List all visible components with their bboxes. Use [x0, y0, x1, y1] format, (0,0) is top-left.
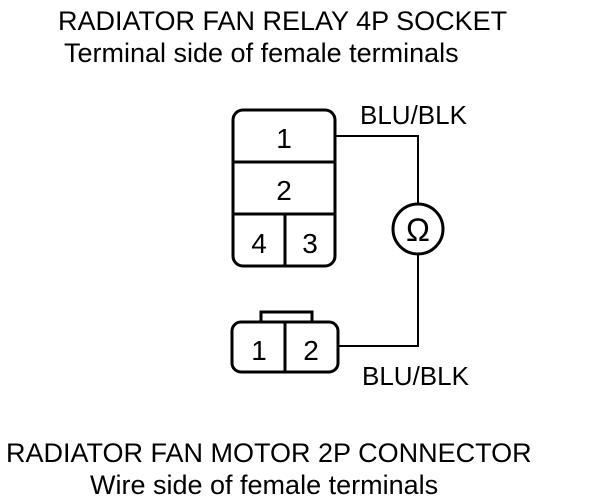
relay-socket [231, 108, 337, 268]
relay-socket-subtitle: Terminal side of female terminals [64, 38, 459, 68]
wire-label-upper: BLU/BLK [360, 100, 468, 130]
motor-connector-title: RADIATOR FAN MOTOR 2P CONNECTOR [6, 438, 532, 468]
test-leads [335, 135, 419, 347]
relay-terminal-4: 4 [251, 228, 267, 259]
ohmmeter-icon: Ω [391, 202, 445, 256]
wire-label-lower: BLU/BLK [362, 361, 470, 391]
lead-wire-lower [338, 254, 419, 347]
motor-connector-subtitle: Wire side of female terminals [90, 470, 439, 500]
motor-connector-latch [259, 310, 314, 322]
relay-terminal-2: 2 [276, 175, 292, 206]
ohm-symbol: Ω [406, 212, 430, 248]
motor-terminal-2: 2 [303, 335, 319, 366]
lead-wire-upper [335, 135, 419, 204]
relay-terminal-3: 3 [302, 228, 318, 259]
relay-socket-title: RADIATOR FAN RELAY 4P SOCKET [58, 6, 508, 36]
relay-terminal-1: 1 [276, 123, 292, 154]
motor-terminal-1: 1 [251, 335, 267, 366]
motor-connector [230, 310, 340, 374]
